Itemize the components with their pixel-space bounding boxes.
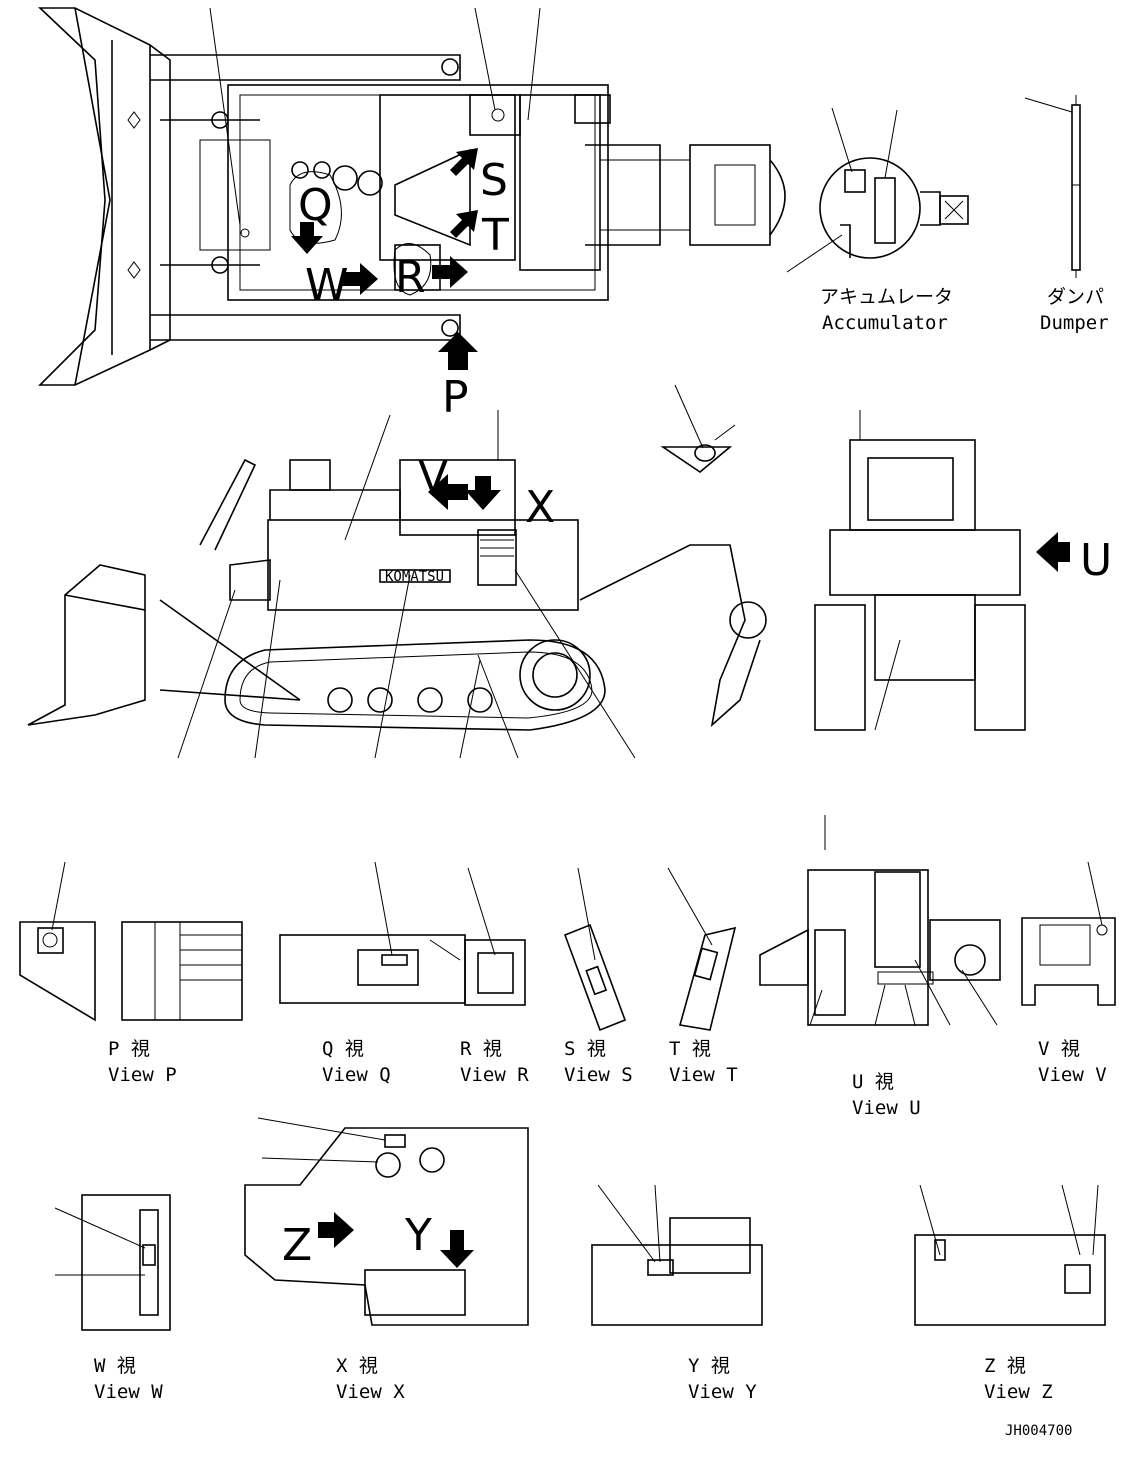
callout-v: V [418, 452, 448, 503]
view-q-caption-jp: Q 視 [322, 1038, 364, 1060]
view-u-caption-en: View U [852, 1097, 921, 1119]
callout-t: T [481, 210, 509, 261]
view-w-arrow [342, 263, 378, 295]
dumper-drawing: ダンパ Dumper [1024, 95, 1109, 334]
view-y-drawing [591, 1184, 763, 1326]
view-q-caption-en: View Q [322, 1064, 391, 1086]
view-y-caption-jp: Y 視 [688, 1355, 730, 1377]
view-z-caption-en: View Z [984, 1381, 1053, 1403]
view-r-caption-en: View R [460, 1064, 529, 1086]
dumper-label-jp: ダンパ [1047, 286, 1104, 308]
view-s-arrow [450, 148, 478, 176]
view-s-caption-jp: S 視 [564, 1038, 606, 1060]
view-p-arrow [438, 332, 478, 370]
view-x-drawing: Z Y [244, 1117, 529, 1326]
callout-y: Y [404, 1210, 432, 1261]
view-z-drawing [914, 1184, 1106, 1326]
view-s-caption-en: View S [564, 1064, 633, 1086]
callout-s: S [480, 155, 508, 206]
accumulator-drawing: アキュムレータ Accumulator [786, 107, 969, 334]
accumulator-label-jp: アキュムレータ [820, 286, 953, 308]
view-t-caption-en: View T [669, 1064, 738, 1086]
view-x-arrow [465, 476, 501, 510]
view-v-drawing [1021, 861, 1116, 1006]
view-w-caption-jp: W 視 [94, 1355, 136, 1377]
callout-u: U [1080, 535, 1112, 586]
view-u-arrow [1036, 532, 1070, 572]
callout-z: Z [282, 1220, 312, 1271]
view-q-drawing [279, 861, 466, 1004]
view-p-caption-jp: P 視 [108, 1038, 150, 1060]
callout-p: P [442, 372, 469, 423]
view-v-arrow [428, 474, 468, 510]
view-r-caption-jp: R 視 [460, 1038, 502, 1060]
callout-q: Q [298, 180, 333, 231]
view-p-caption-en: View P [108, 1064, 177, 1086]
top-view-machine: Q W R S T P [37, 7, 786, 423]
view-y-arrow [440, 1230, 474, 1268]
view-z-caption-jp: Z 視 [984, 1355, 1026, 1377]
view-x-caption-jp: X 視 [336, 1355, 378, 1377]
brand-plate: KOMATSU [385, 569, 444, 585]
warning-triangle-icon [660, 384, 736, 473]
dumper-label-en: Dumper [1040, 312, 1109, 334]
view-r-arrow [432, 256, 468, 288]
view-v-caption-en: View V [1038, 1064, 1107, 1086]
drawing-number: JH004700 [1005, 1423, 1072, 1439]
view-u-caption-jp: U 視 [852, 1071, 894, 1093]
view-w-caption-en: View W [94, 1381, 163, 1403]
view-u-drawing [759, 815, 1001, 1026]
view-t-caption-jp: T 視 [669, 1038, 711, 1060]
callout-x: X [525, 482, 555, 533]
view-t-arrow [450, 210, 478, 238]
view-x-caption-en: View X [336, 1381, 405, 1403]
view-q-arrow [291, 222, 323, 254]
callout-w: W [305, 260, 349, 311]
view-y-caption-en: View Y [688, 1381, 757, 1403]
rear-view-machine: U [814, 410, 1112, 731]
accumulator-label-en: Accumulator [822, 312, 948, 334]
view-captions: P 視 View P Q 視 View Q R 視 View R S 視 Vie… [94, 1038, 1107, 1439]
view-r-drawing [464, 867, 526, 1006]
side-view-machine: KOMATSU V X [27, 410, 767, 759]
view-v-caption-jp: V 視 [1038, 1038, 1080, 1060]
view-w-drawing [54, 1194, 171, 1331]
view-t-drawing [667, 867, 737, 1031]
view-p-drawing [19, 861, 243, 1022]
callout-r: R [395, 252, 426, 303]
view-z-arrow [318, 1212, 354, 1248]
view-s-drawing [563, 867, 627, 1032]
